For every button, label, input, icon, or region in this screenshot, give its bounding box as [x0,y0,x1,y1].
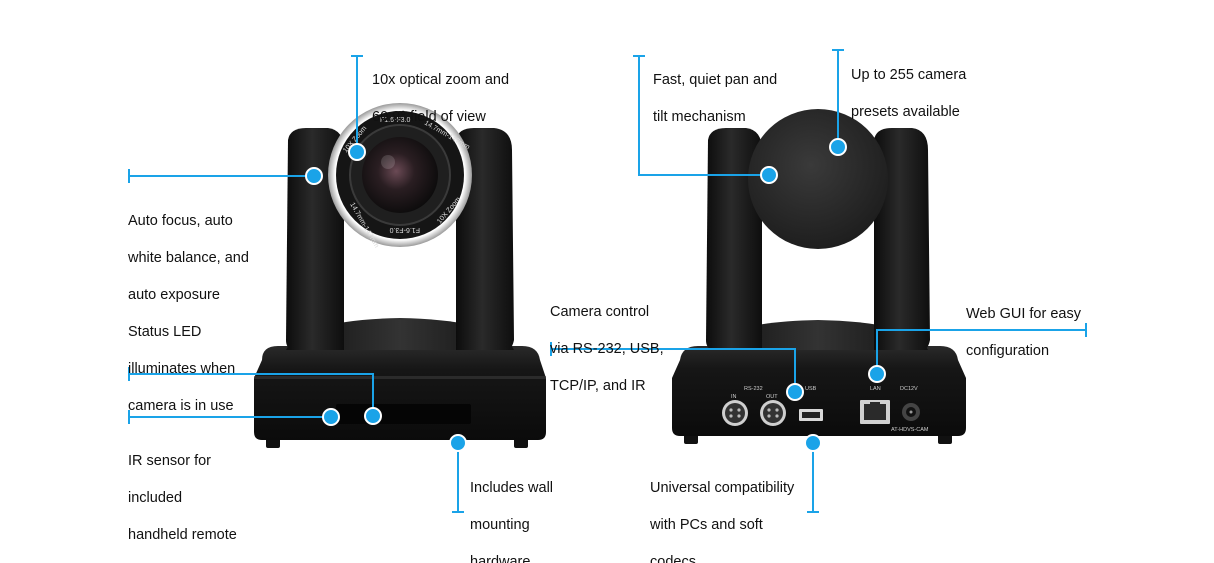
callout-ir-sensor-line-3: handheld remote [128,526,237,543]
rear-camera-base: RS-232 IN OUT USB LAN DC12V AT-HDVS-CAM [672,346,966,444]
port-label-usb: USB [805,386,817,392]
callout-pan-tilt: Fast, quiet pan and tilt mechanism [653,52,777,145]
lens-text-aperture-top: F1.6-F3.0 [380,117,410,124]
callout-ir-sensor: IR sensor for included handheld remote [128,433,237,563]
rear-camera-yoke [706,128,930,350]
rs232-out-port [760,400,786,426]
callout-status-led-line-1: Status LED [128,323,202,340]
model-label: AT-HDVS-CAM [891,427,929,433]
dc-power-port [902,403,920,421]
callout-camera-control: Camera control via RS-232, USB, TCP/IP, … [550,284,664,414]
rear-housing-disc [748,109,888,249]
callout-dot-compatibility [804,434,822,452]
callout-dot-status-led [364,407,382,425]
port-label-in: IN [731,394,737,400]
front-lens-assembly: 10X Zoom F1.6-F3.0 14.7mm-147mm 14.7mm-1… [328,103,472,249]
callout-status-led-line-2: illuminates when [128,360,236,377]
callout-leaders [128,49,1087,513]
callout-dot-ir-sensor [322,408,340,426]
callout-status-led-line-3: camera is in use [128,397,234,414]
callout-zoom: 10x optical zoom and 60.9° field of view [372,52,509,145]
callout-presets: Up to 255 camera presets available [851,47,966,140]
port-label-lan: LAN [870,386,881,392]
callout-dot-autofocus [305,167,323,185]
callout-dot-wall-mount [449,434,467,452]
callout-camera-control-line-3: TCP/IP, and IR [550,377,646,394]
callout-zoom-line-1: 10x optical zoom and [372,71,510,88]
callout-dot-presets [829,138,847,156]
callout-web-gui-line-1: Web GUI for easy [966,305,1081,322]
callout-wall-mount-line-1: Includes wall [470,479,554,496]
lens-text-aperture-bottom: F1.6-F3.0 [390,226,420,233]
callout-zoom-line-2: 60.9° field of view [372,108,486,125]
callout-compatibility-line-1: Universal compatibility [650,479,795,496]
callout-autofocus: Auto focus, auto white balance, and auto… [128,193,249,323]
callout-compatibility-line-3: codecs [650,553,696,563]
callout-status-led: Status LED illuminates when camera is in… [128,304,235,434]
front-ir-window [336,404,471,424]
callout-pan-tilt-line-1: Fast, quiet pan and [653,71,778,88]
callout-compatibility-line-2: with PCs and soft [650,516,763,533]
callout-camera-control-line-1: Camera control [550,303,650,320]
port-label-rs232: RS-232 [744,386,763,392]
front-camera: 10X Zoom F1.6-F3.0 14.7mm-147mm 14.7mm-1… [254,103,546,448]
callout-dot-zoom [348,143,366,161]
rear-camera-neck [708,320,928,350]
callout-ir-sensor-line-1: IR sensor for [128,452,211,469]
callout-wall-mount: Includes wall mounting hardware [470,460,553,563]
port-label-out: OUT [766,394,778,400]
usb-port [799,409,823,421]
callout-wall-mount-line-3: hardware [470,553,531,563]
callout-autofocus-line-3: auto exposure [128,286,220,303]
callout-pan-tilt-line-2: tilt mechanism [653,108,746,125]
callout-autofocus-line-2: white balance, and [128,249,249,266]
callout-camera-control-line-2: via RS-232, USB, [550,340,664,357]
front-camera-base [254,346,546,448]
rs232-in-port [722,400,748,426]
callout-wall-mount-line-2: mounting [470,516,530,533]
callout-dot-camera-control [786,383,804,401]
callout-autofocus-line-1: Auto focus, auto [128,212,233,229]
lan-port [860,400,890,424]
callout-web-gui: Web GUI for easy configuration [966,286,1081,379]
callout-presets-line-1: Up to 255 camera [851,66,967,83]
callout-dot-web-gui [868,365,886,383]
callout-dot-pan-tilt [760,166,778,184]
callout-compatibility: Universal compatibility with PCs and sof… [650,460,794,563]
callout-ir-sensor-line-2: included [128,489,183,506]
rear-camera: RS-232 IN OUT USB LAN DC12V AT-HDVS-CAM [672,109,966,444]
port-label-dc: DC12V [900,386,918,392]
callout-web-gui-line-2: configuration [966,342,1050,359]
callout-presets-line-2: presets available [851,103,960,120]
